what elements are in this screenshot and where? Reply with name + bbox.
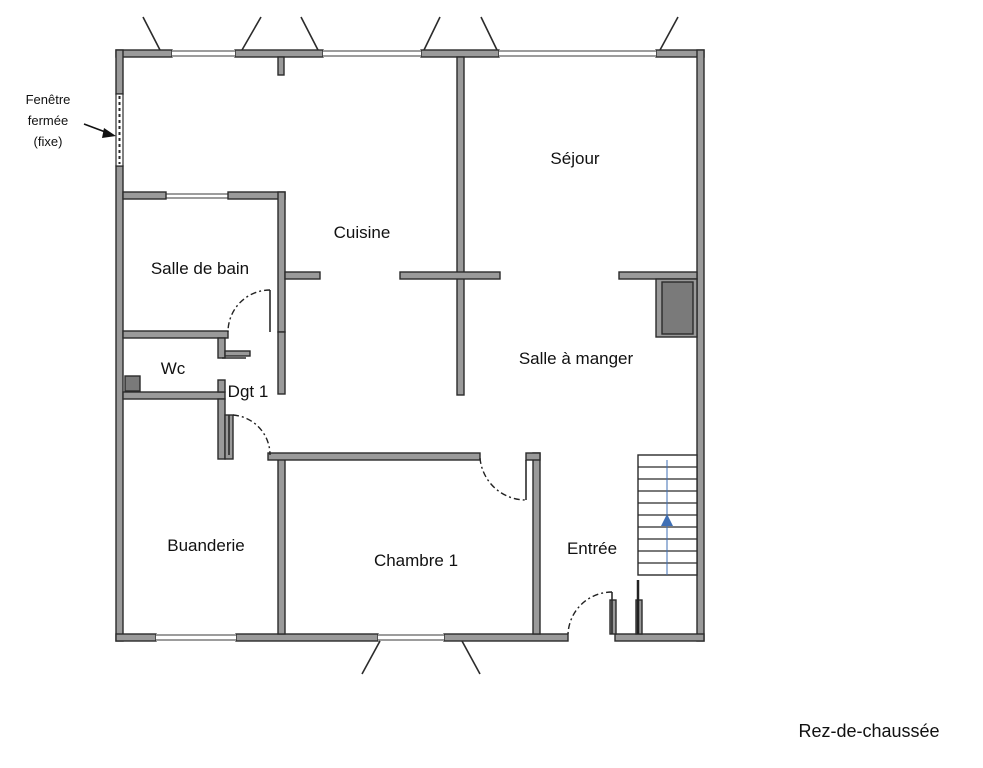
room-label-dgt: Dgt 1 [228,382,269,401]
annotation-arrow [83,123,116,138]
fixed-window [115,93,124,167]
room-label-salle-de-bain: Salle de bain [151,259,249,278]
wc-duct [124,375,141,392]
doors [222,289,640,635]
room-label-salle-a-manger: Salle à manger [519,349,634,368]
fixed-window-note-line1: Fenêtre [26,92,71,107]
room-label-cuisine: Cuisine [334,223,391,242]
window-leaves [142,16,679,675]
floor-level-label: Rez-de-chaussée [798,721,939,741]
fixed-window-note-line2: fermée [28,113,68,128]
room-label-wc: Wc [161,359,186,378]
room-label-sejour: Séjour [550,149,599,168]
room-label-chambre: Chambre 1 [374,551,458,570]
staircase [637,454,698,576]
room-label-buanderie: Buanderie [167,536,245,555]
room-label-entree: Entrée [567,539,617,558]
chimney-duct [661,281,694,335]
fixed-window-note-line3: (fixe) [34,134,63,149]
windows [115,50,656,641]
stair-arrow-icon [661,514,673,526]
